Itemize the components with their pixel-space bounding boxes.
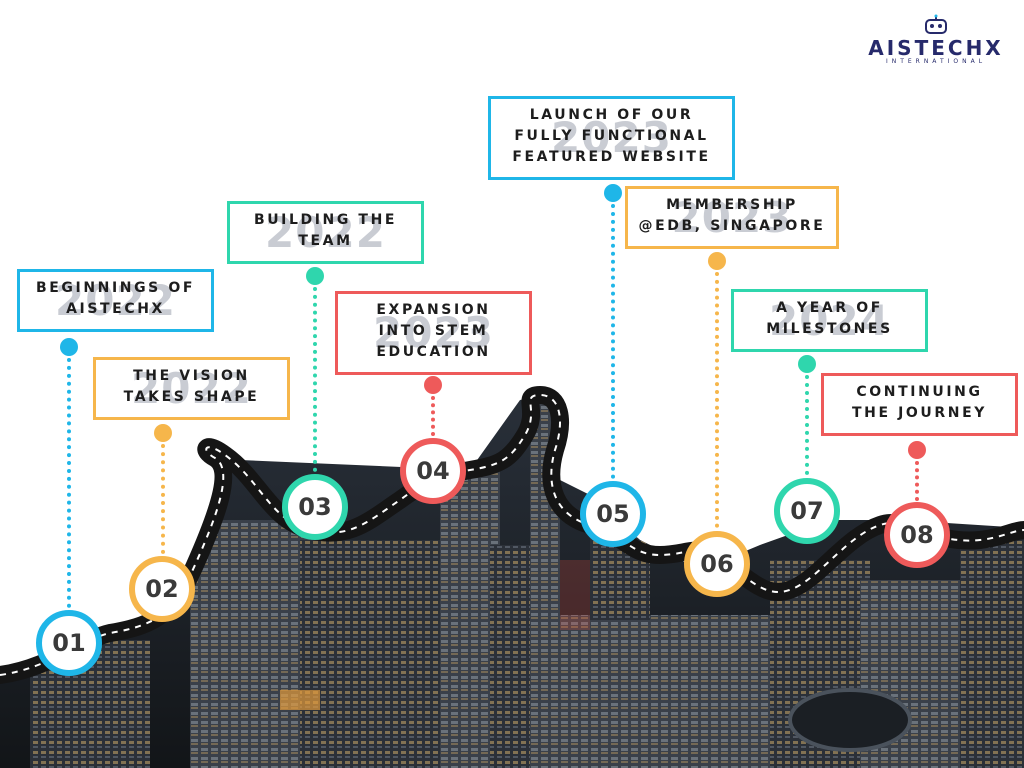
milestone-02-marker: 02 (129, 556, 195, 622)
milestone-08-connector (915, 461, 919, 501)
milestone-04-card: 2023 EXPANSION INTO STEM EDUCATION (335, 291, 532, 375)
milestone-07-card: 2024 A YEAR OF MILESTONES (731, 289, 928, 352)
milestone-03-connector (313, 287, 317, 472)
milestone-08-card: CONTINUING THE JOURNEY (821, 373, 1018, 436)
brand-subtitle: INTERNATIONAL (866, 58, 1006, 65)
milestone-03-label: BUILDING THE TEAM (230, 204, 421, 252)
milestone-08-marker: 08 (884, 502, 950, 568)
milestone-02-card: 2022 THE VISION TAKES SHAPE (93, 357, 290, 420)
milestone-04-pin (424, 376, 442, 394)
milestone-08-pin (908, 441, 926, 459)
milestone-04-marker: 04 (400, 438, 466, 504)
milestone-01-connector (67, 358, 71, 608)
milestone-05-card: 2023 LAUNCH OF OUR FULLY FUNCTIONAL FEAT… (488, 96, 735, 180)
milestone-07-label: A YEAR OF MILESTONES (734, 292, 925, 340)
milestone-05-marker: 05 (580, 481, 646, 547)
milestone-06-marker: 06 (684, 531, 750, 597)
milestone-05-label: LAUNCH OF OUR FULLY FUNCTIONAL FEATURED … (491, 99, 732, 168)
milestone-01-pin (60, 338, 78, 356)
milestone-06-pin (708, 252, 726, 270)
milestone-06-label: MEMBERSHIP @EDB, SINGAPORE (628, 189, 836, 237)
milestone-07-connector (805, 375, 809, 475)
milestone-08-label: CONTINUING THE JOURNEY (824, 376, 1015, 424)
milestone-02-pin (154, 424, 172, 442)
milestone-07-marker: 07 (774, 478, 840, 544)
milestone-07-pin (798, 355, 816, 373)
milestone-05-pin (604, 184, 622, 202)
milestone-04-label: EXPANSION INTO STEM EDUCATION (338, 294, 529, 363)
milestone-02-connector (161, 444, 165, 554)
brand-name: AISTECHX (866, 36, 1006, 60)
milestone-03-card: 2022 BUILDING THE TEAM (227, 201, 424, 264)
milestone-05-connector (611, 204, 615, 479)
milestone-01-marker: 01 (36, 610, 102, 676)
milestone-01-label: BEGINNINGS OF AISTECHX (20, 272, 211, 320)
milestone-02-label: THE VISION TAKES SHAPE (96, 360, 287, 408)
brand-logo: AISTECHX INTERNATIONAL (866, 14, 1006, 65)
robot-head-icon (916, 14, 956, 36)
milestone-06-card: 2023 MEMBERSHIP @EDB, SINGAPORE (625, 186, 839, 249)
milestone-03-pin (306, 267, 324, 285)
milestone-04-connector (431, 396, 435, 436)
milestone-06-connector (715, 272, 719, 528)
milestone-03-marker: 03 (282, 474, 348, 540)
milestone-01-card: 2022 BEGINNINGS OF AISTECHX (17, 269, 214, 332)
